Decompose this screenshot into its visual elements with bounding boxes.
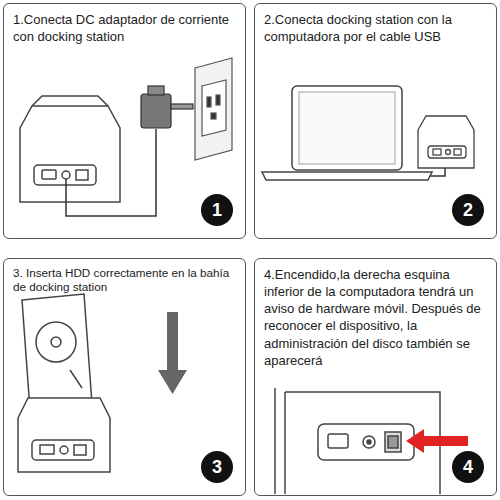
docking-station — [62, 171, 70, 179]
docking-station — [454, 149, 461, 155]
docking-station — [34, 165, 96, 185]
laptop — [292, 86, 402, 170]
hard-disk — [36, 322, 76, 362]
hard-disk — [51, 337, 61, 347]
docking-station — [18, 398, 110, 472]
insert-arrow — [158, 370, 187, 394]
docking-station-closeup — [328, 434, 348, 448]
power-switch-arrow — [406, 429, 468, 453]
power-adapter — [141, 94, 171, 128]
docking-station — [60, 446, 68, 454]
insert-arrow — [158, 312, 187, 394]
wall-outlet — [202, 80, 226, 136]
step-number-badge: 3 — [201, 451, 233, 483]
power-adapter — [148, 86, 164, 95]
docking-station — [418, 116, 474, 168]
step-panel: 1.Conecta DC adaptador de corriente con … — [3, 3, 246, 239]
wall-outlet — [207, 97, 211, 107]
docking-station — [32, 96, 108, 106]
docking-station — [76, 170, 88, 180]
step-number-badge: 1 — [201, 194, 233, 226]
power-wire — [66, 129, 156, 216]
docking-station — [446, 150, 451, 155]
docking-station-closeup — [318, 424, 414, 460]
step-number-badge: 4 — [452, 451, 484, 483]
docking-station — [32, 440, 94, 460]
docking-station — [74, 445, 86, 455]
step-number-badge: 2 — [452, 194, 484, 226]
docking-station — [40, 445, 54, 454]
wall-outlet — [216, 95, 220, 105]
wall-outlet — [195, 58, 232, 160]
docking-station-closeup — [363, 436, 375, 448]
step-instruction: 3. Inserta HDD correctamente en la bahía… — [13, 266, 237, 294]
hard-disk — [22, 294, 92, 410]
docking-station-closeup — [274, 388, 276, 494]
step-instruction: 4.Encendido,la derecha esquina inferior … — [264, 266, 488, 369]
step-instruction: 2.Conecta docking station con la computa… — [264, 11, 488, 45]
docking-station-closeup — [284, 392, 286, 494]
wall-outlet — [195, 58, 232, 160]
docking-station — [42, 170, 56, 179]
docking-station — [20, 96, 120, 202]
docking-station — [418, 116, 474, 168]
step-panel: 2.Conecta docking station con la computa… — [254, 3, 497, 239]
step-panel: 4.Encendido,la derecha esquina inferior … — [254, 258, 497, 496]
power-adapter — [171, 104, 193, 109]
wall-outlet — [211, 113, 216, 119]
power-switch-arrow — [406, 429, 468, 453]
docking-station-closeup — [388, 436, 398, 448]
step-panel: 3. Inserta HDD correctamente en la bahía… — [3, 258, 246, 496]
docking-station — [18, 398, 110, 472]
docking-station — [433, 149, 441, 155]
step-instruction: 1.Conecta DC adaptador de corriente con … — [13, 11, 237, 45]
laptop — [262, 172, 432, 180]
laptop — [299, 92, 395, 164]
docking-station — [428, 146, 466, 158]
callout-number: 4 — [463, 458, 473, 476]
laptop — [262, 86, 432, 180]
callout-number: 1 — [212, 201, 222, 219]
callout-number: 3 — [212, 458, 222, 476]
insert-arrow — [167, 312, 178, 370]
callout-number: 2 — [463, 201, 473, 219]
hard-disk — [70, 370, 82, 388]
docking-station-closeup — [367, 440, 371, 444]
power-adapter — [141, 86, 193, 128]
hard-disk — [22, 294, 92, 410]
power-wire — [66, 129, 156, 216]
docking-station-closeup — [385, 432, 401, 452]
docking-station — [20, 106, 120, 202]
